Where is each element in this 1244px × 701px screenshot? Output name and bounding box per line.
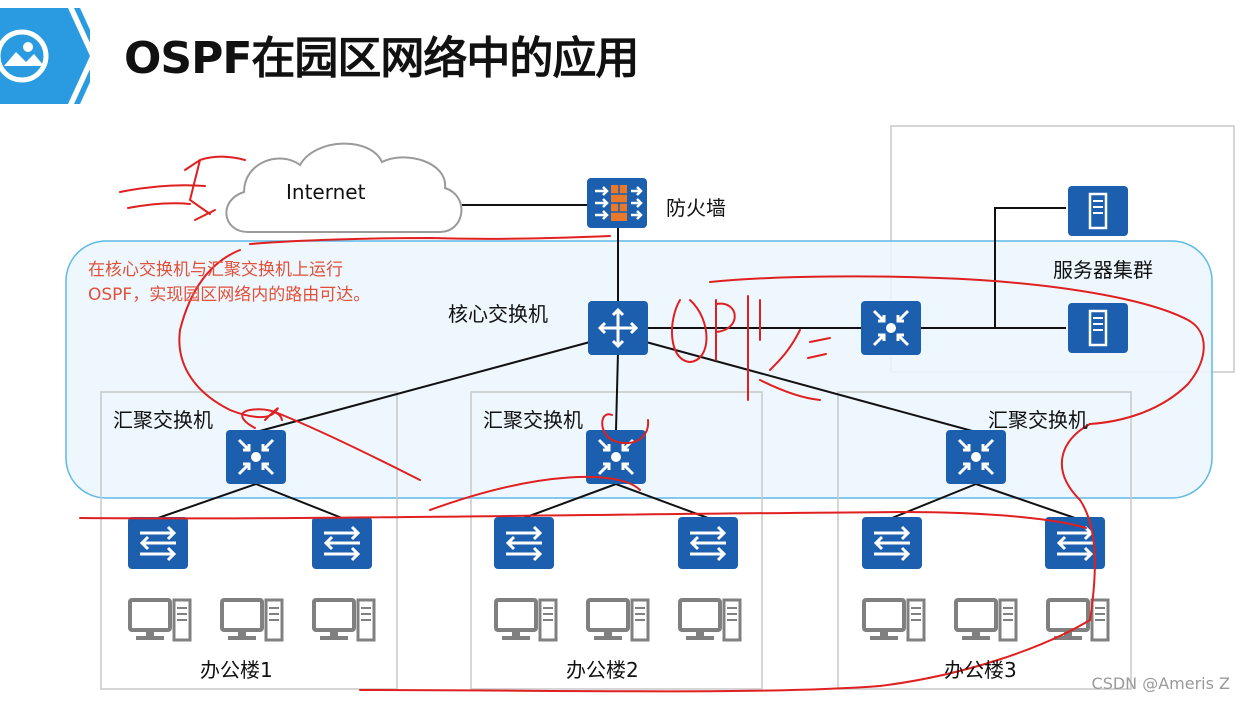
internet-label: Internet: [286, 180, 366, 204]
aggregation-switch-2-icon: [584, 428, 648, 486]
pc-icon: [220, 598, 284, 642]
access-switch-icon: [676, 515, 740, 571]
access-switch-icon: [310, 515, 374, 571]
server-switch-icon: [859, 299, 923, 357]
access-switch-icon: [492, 515, 556, 571]
core-router-icon: [588, 301, 648, 355]
aggregation-switch-label: 汇聚交换机: [483, 408, 583, 432]
aggregation-switch-label: 汇聚交换机: [988, 408, 1088, 432]
server-icon: [1066, 184, 1130, 238]
core-switch-label: 核心交换机: [448, 302, 548, 326]
aggregation-switch-3-icon: [944, 428, 1008, 486]
pc-icon: [494, 598, 558, 642]
pc-icon: [586, 598, 650, 642]
pc-icon: [312, 598, 376, 642]
pc-icon: [1046, 598, 1110, 642]
access-switch-icon: [860, 515, 924, 571]
server-cluster-label: 服务器集群: [1053, 258, 1153, 282]
ospf-annotation: 在核心交换机与汇聚交换机上运行OSPF，实现园区网络内的路由可达。: [88, 260, 371, 305]
handwritten-scribbles: [79, 155, 1205, 693]
firewall-icon: [587, 178, 647, 228]
ospf-area: [65, 240, 1213, 499]
access-switch-icon: [126, 515, 190, 571]
pc-icon: [128, 598, 192, 642]
pc-icon: [862, 598, 926, 642]
building-2-label: 办公楼2: [566, 658, 639, 682]
watermark: CSDN @Ameris Z: [1091, 674, 1230, 693]
building-3-label: 办公楼3: [944, 658, 1017, 682]
firewall-label: 防火墙: [666, 196, 726, 220]
aggregation-switch-label: 汇聚交换机: [113, 408, 213, 432]
building-1-label: 办公楼1: [200, 658, 273, 682]
picture-icon: [0, 29, 49, 83]
cloud-icon: [225, 142, 463, 233]
server-icon: [1066, 301, 1130, 355]
aggregation-switch-1-icon: [224, 428, 288, 486]
building-3-area: [837, 391, 1132, 690]
pc-icon: [678, 598, 742, 642]
page-title: OSPF在园区网络中的应用: [124, 33, 639, 84]
title-badge: [0, 8, 90, 104]
building-1-area: [100, 391, 398, 690]
pc-icon: [954, 598, 1018, 642]
network-links: [157, 204, 1076, 519]
